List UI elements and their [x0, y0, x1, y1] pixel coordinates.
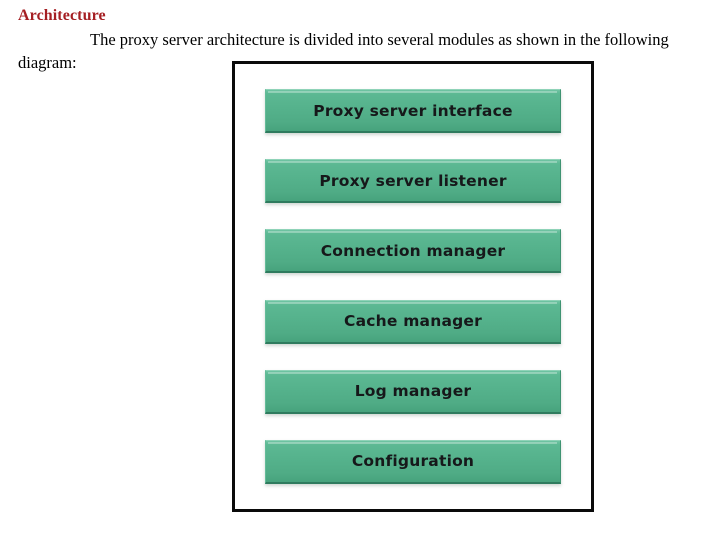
text-block: Architecture The proxy server architectu…: [18, 6, 704, 74]
module-box-configuration[interactable]: Configuration: [265, 439, 561, 484]
module-box-proxy-server-interface[interactable]: Proxy server interface: [265, 89, 561, 133]
module-label: Proxy server listener: [319, 171, 507, 190]
page-title: Architecture: [18, 7, 106, 24]
module-box-cache-manager[interactable]: Cache manager: [265, 299, 561, 344]
module-label: Cache manager: [344, 312, 482, 331]
module-box-proxy-server-listener[interactable]: Proxy server listener: [265, 159, 561, 204]
module-label: Proxy server interface: [313, 101, 513, 120]
module-label: Configuration: [351, 452, 475, 471]
intro-paragraph: The proxy server architecture is divided…: [18, 30, 669, 72]
architecture-diagram-frame: Proxy server interface Proxy server list…: [232, 61, 594, 512]
module-box-connection-manager[interactable]: Connection manager: [265, 229, 561, 274]
module-stack: Proxy server interface Proxy server list…: [235, 64, 591, 509]
module-box-log-manager[interactable]: Log manager: [265, 369, 561, 414]
module-label: Log manager: [354, 382, 472, 401]
module-label: Connection manager: [320, 241, 506, 260]
